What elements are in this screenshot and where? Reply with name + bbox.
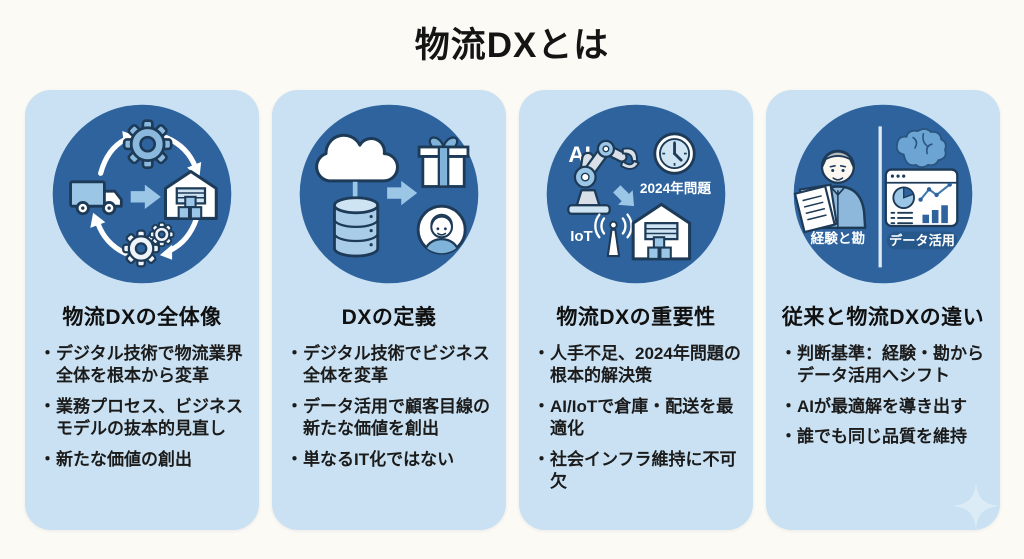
bullet-item: ・データ活用で顧客目線の新たな価値を創出: [286, 396, 494, 441]
page-title: 物流DXとは: [414, 26, 610, 65]
bullet-item: ・デジタル技術で物流業界全体を根本から変革: [39, 343, 247, 388]
card4-icon-wrap: 経験と勘: [766, 100, 1000, 288]
transform-arrow-icon: [387, 180, 418, 206]
bullet-marker: ・: [286, 396, 303, 416]
transform-arrow-icon: [130, 184, 161, 210]
bullet-text: 人手不足、2024年問題の根本的解決策: [550, 344, 741, 386]
sparkle-icon: [953, 483, 999, 529]
brain-icon: [895, 127, 947, 169]
bullet-item: ・誰でも同じ品質を維持: [780, 426, 988, 448]
bullet-text: 単なるIT化ではない: [303, 449, 455, 469]
cards-row: 物流DXの全体像 ・デジタル技術で物流業界全体を根本から変革 ・業務プロセス、ビ…: [25, 90, 1000, 530]
robot-arm-icon: [567, 139, 640, 215]
gift-icon: [417, 136, 470, 188]
card4-bullets: ・判断基準：経験・勘からデータ活用へシフト ・AIが最適解を導き出す ・誰でも同…: [766, 343, 1000, 449]
bullet-item: ・単なるIT化ではない: [286, 449, 494, 471]
bullet-text: デジタル技術で物流業界全体を根本から変革: [56, 344, 243, 386]
database-icon: [333, 196, 380, 258]
bullet-item: ・人手不足、2024年問題の根本的解決策: [533, 343, 741, 388]
card3-title: 物流DXの重要性: [556, 306, 716, 329]
bullet-text: データ活用で顧客目線の新たな価値を創出: [303, 396, 490, 439]
bullet-item: ・判断基準：経験・勘からデータ活用へシフト: [780, 343, 988, 388]
warehouse-icon: [631, 202, 692, 261]
bullet-text: 誰でも同じ品質を維持: [797, 427, 967, 447]
list-lines-icon: [890, 211, 914, 225]
bullet-item: ・業務プロセス、ビジネスモデルの抜本的見直し: [39, 396, 247, 441]
bullet-text: デジタル技術でビジネス全体を変革: [303, 344, 490, 386]
card2-bullets: ・デジタル技術でビジネス全体を変革 ・データ活用で顧客目線の新たな価値を創出 ・…: [272, 343, 506, 471]
card-logistics-dx-overview: 物流DXの全体像 ・デジタル技術で物流業界全体を根本から変革 ・業務プロセス、ビ…: [25, 90, 259, 530]
dx-label: データ活用: [889, 232, 955, 248]
ai-iot-warehouse-icon: AI: [546, 104, 726, 284]
card-traditional-vs-dx: 経験と勘: [766, 90, 1000, 530]
card4-title: 従来と物流DXの違い: [781, 306, 985, 329]
bullet-text: 社会インフラ維持に不可欠: [550, 449, 737, 492]
dx-label-pill: データ活用: [886, 231, 958, 250]
bullet-marker: ・: [39, 449, 56, 469]
traditional-label: 経験と勘: [811, 230, 866, 246]
card-dx-definition: DXの定義 ・デジタル技術でビジネス全体を変革 ・データ活用で顧客目線の新たな価…: [272, 90, 506, 530]
antenna-icon: [594, 213, 633, 258]
bullet-item: ・AI/IoTで倉庫・配送を最適化: [533, 396, 741, 441]
bullet-item: ・社会インフラ維持に不可欠: [533, 449, 741, 494]
line-chart-icon: [918, 182, 952, 202]
pie-chart-icon: [892, 186, 915, 210]
bullet-item: ・デジタル技術でビジネス全体を変革: [286, 343, 494, 388]
bullet-text: 業務プロセス、ビジネスモデルの抜本的見直し: [56, 396, 243, 439]
bullet-marker: ・: [286, 449, 303, 469]
iot-label: IoT: [570, 228, 593, 245]
card1-icon-wrap: [25, 100, 259, 288]
truck-icon: [69, 180, 123, 216]
card3-bullets: ・人手不足、2024年問題の根本的解決策 ・AI/IoTで倉庫・配送を最適化 ・…: [519, 343, 753, 494]
logistics-cycle-icon: [52, 104, 232, 284]
card3-icon-wrap: AI: [519, 100, 753, 288]
documents-icon: [793, 183, 838, 234]
bullet-marker: ・: [780, 344, 797, 363]
down-arrow-icon: [613, 185, 635, 207]
bullet-item: ・新たな価値の創出: [39, 449, 247, 471]
cloud-data-value-icon: [299, 104, 479, 284]
bullet-text: AIが最適解を導き出す: [797, 396, 967, 416]
small-gears-icon: [122, 221, 175, 268]
bullet-item: ・AIが最適解を導き出す: [780, 396, 988, 418]
bullet-text: 判断基準：経験・勘からデータ活用へシフト: [797, 344, 984, 386]
bullet-marker: ・: [533, 449, 550, 469]
bullet-marker: ・: [533, 396, 550, 416]
card1-title: 物流DXの全体像: [62, 306, 222, 329]
cloud-icon: [315, 133, 399, 183]
year-problem-label: 2024年問題: [640, 180, 712, 196]
bullet-marker: ・: [39, 344, 56, 363]
bullet-marker: ・: [780, 427, 797, 447]
gear-icon: [122, 119, 173, 169]
dashboard-icon: [884, 168, 959, 228]
bullet-text: 新たな価値の創出: [56, 449, 192, 469]
bullet-marker: ・: [39, 396, 56, 416]
clock-icon: [653, 132, 696, 175]
card2-icon-wrap: [272, 100, 506, 288]
bullet-marker: ・: [286, 344, 303, 363]
warehouse-icon: [163, 169, 218, 220]
bullet-marker: ・: [780, 396, 797, 416]
cycle-arrows-icon: [95, 135, 200, 256]
experience-vs-data-icon: 経験と勘: [793, 104, 973, 284]
card2-title: DXの定義: [341, 306, 437, 329]
bullet-text: AI/IoTで倉庫・配送を最適化: [550, 396, 734, 439]
bar-chart-icon: [922, 205, 948, 224]
veteran-worker-icon: [793, 149, 867, 234]
bullet-marker: ・: [533, 344, 550, 363]
card1-bullets: ・デジタル技術で物流業界全体を根本から変革 ・業務プロセス、ビジネスモデルの抜本…: [25, 343, 259, 471]
card-dx-importance: AI: [519, 90, 753, 530]
customer-avatar-icon: [416, 204, 467, 255]
